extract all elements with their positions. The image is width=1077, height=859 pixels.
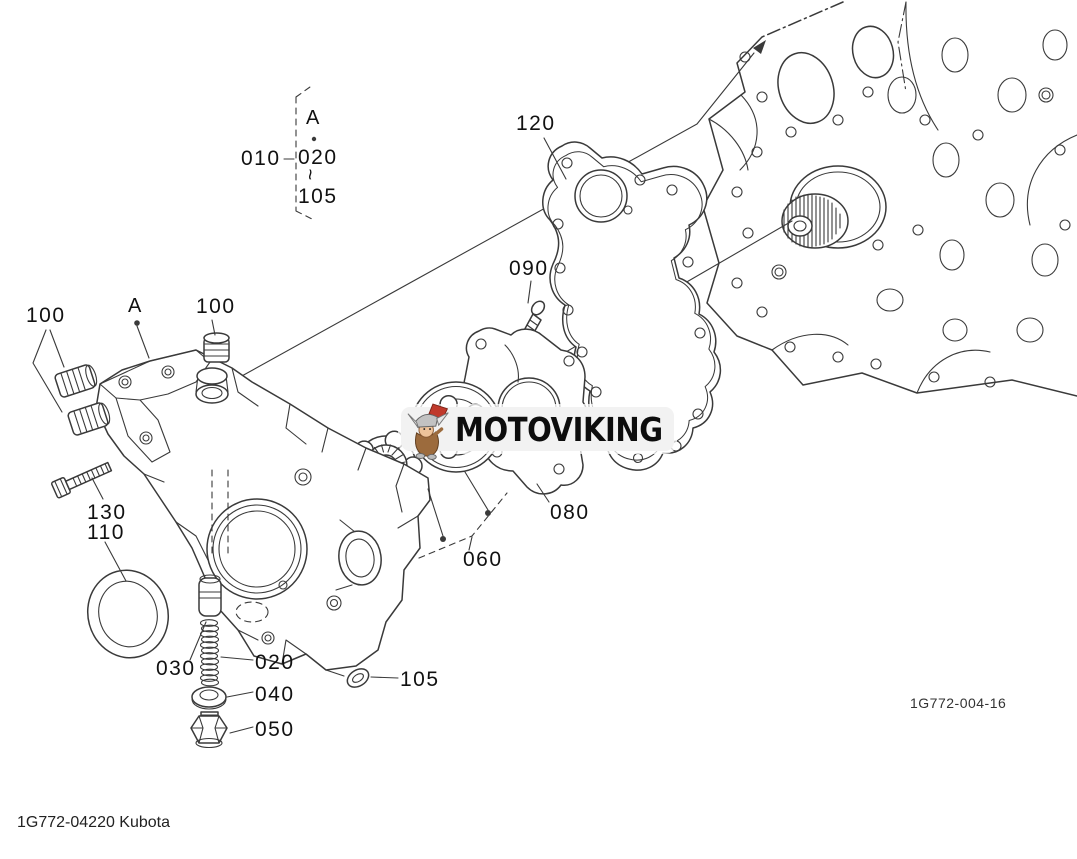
washer-040-drawing: [191, 686, 227, 710]
catalog-part-text: 1G772-04220 Kubota: [17, 814, 171, 831]
callout-010: 010: [241, 147, 281, 170]
bracket-060: [418, 492, 508, 559]
pump-flange-holes: [118, 365, 175, 445]
plug-050-drawing: [190, 711, 228, 749]
crankshaft-spline-nose: [781, 165, 887, 249]
callout-100-right: 100: [196, 295, 236, 318]
callout-050: 050: [255, 718, 295, 741]
callout-040: 040: [255, 683, 295, 706]
plug-100-left-drawing: [54, 364, 111, 436]
callout-020-bottom: 020: [255, 651, 295, 674]
pump-body-holes: [261, 468, 342, 645]
oil-seal-110-drawing: [86, 569, 170, 659]
callout-100-left: 100: [26, 304, 66, 327]
assembly-arrowhead: [753, 40, 766, 54]
callout-030: 030: [156, 657, 196, 680]
callout-060: 060: [463, 548, 503, 571]
engine-block-drawing: [702, 1, 1077, 397]
block-bolt-holes: [731, 51, 1071, 388]
callout-a-top: A: [306, 107, 320, 129]
o-ring-105-drawing: [346, 668, 370, 688]
callout-105-bottom: 105: [400, 668, 440, 691]
spring-020-drawing: [199, 619, 220, 687]
callout-range-tilde: ~: [298, 168, 321, 181]
bracket-010: [295, 86, 313, 220]
pump-body-drawing: [95, 349, 431, 677]
watermark-text: MOTOVIKING: [455, 409, 663, 449]
leader-lines: [32, 86, 567, 734]
figure-ref-code: 1G772-004-16: [910, 695, 1007, 711]
callout-120: 120: [516, 112, 556, 135]
motoviking-watermark-badge: MOTOVIKING: [401, 403, 674, 460]
callout-090: 090: [509, 257, 549, 280]
callout-020-top: 020: [298, 146, 338, 169]
callout-a-mid: A: [128, 295, 142, 317]
plug-100-right-drawing: [203, 332, 230, 363]
callout-105-top: 105: [298, 185, 338, 208]
callout-130: 130: [87, 501, 127, 524]
bolt-130-drawing: [50, 461, 113, 499]
relief-piston-030-drawing: [198, 574, 222, 617]
callout-080: 080: [550, 501, 590, 524]
viking-mascot-icon: [407, 403, 449, 460]
callout-110: 110: [87, 521, 125, 544]
gasket-120-drawing: [542, 141, 722, 471]
